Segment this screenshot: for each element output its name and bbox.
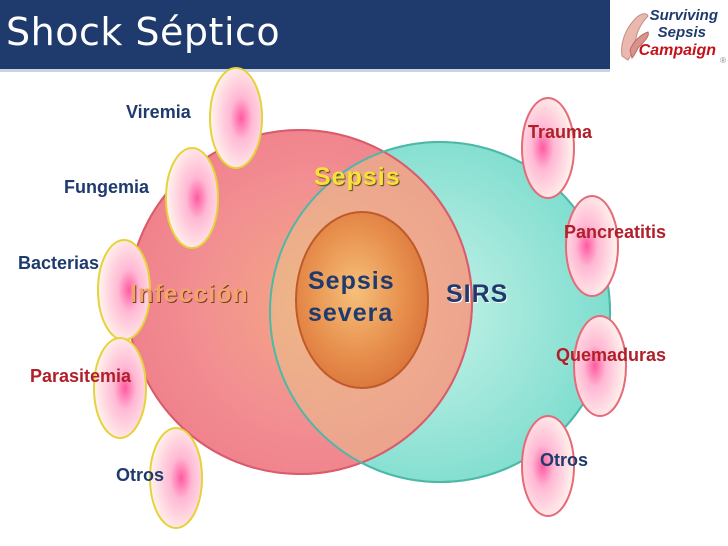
item-pancreatitis: Pancreatitis [564,222,667,242]
trauma-oval [521,97,575,199]
logo-line-2: Sepsis [657,24,706,41]
quemaduras-oval [573,315,627,417]
fungemia-oval [165,147,219,249]
item-viremia: Viremia [126,102,191,122]
logo-line-1: Surviving [649,7,718,24]
infection-label: Infección [130,280,249,308]
sirs-outline [269,141,611,483]
logo-line-3: Campaign [638,42,716,59]
surviving-sepsis-logo: Surviving Sepsis Campaign ® [612,0,728,72]
otros-left-oval [149,427,203,529]
item-parasitemia: Parasitemia [30,366,132,386]
header: Shock Séptico Surviving Sepsis Campaign … [0,0,728,72]
item-quemaduras: Quemaduras [556,345,667,365]
severe-sepsis-circle [295,211,429,389]
hands-logo-icon [621,13,649,61]
sirs-label: SIRS [446,280,509,308]
sepsis-label: Sepsis [314,163,401,191]
viremia-oval [209,67,263,169]
item-otros-left: Otros [116,465,165,485]
item-otros-right: Otros [540,450,589,470]
severe-sepsis-label-1: Sepsis [308,267,395,295]
severe-sepsis-label-2: severa [308,299,394,327]
item-trauma: Trauma [528,122,593,142]
parasitemia-oval [93,337,147,439]
otros-right-oval [521,415,575,517]
pancreatitis-oval [565,195,619,297]
item-fungemia: Fungemia [64,177,150,197]
item-bacterias: Bacterias [18,253,100,273]
registered-mark: ® [720,56,726,65]
page-title: Shock Séptico [6,10,281,54]
title-bar: Shock Séptico [0,0,610,72]
